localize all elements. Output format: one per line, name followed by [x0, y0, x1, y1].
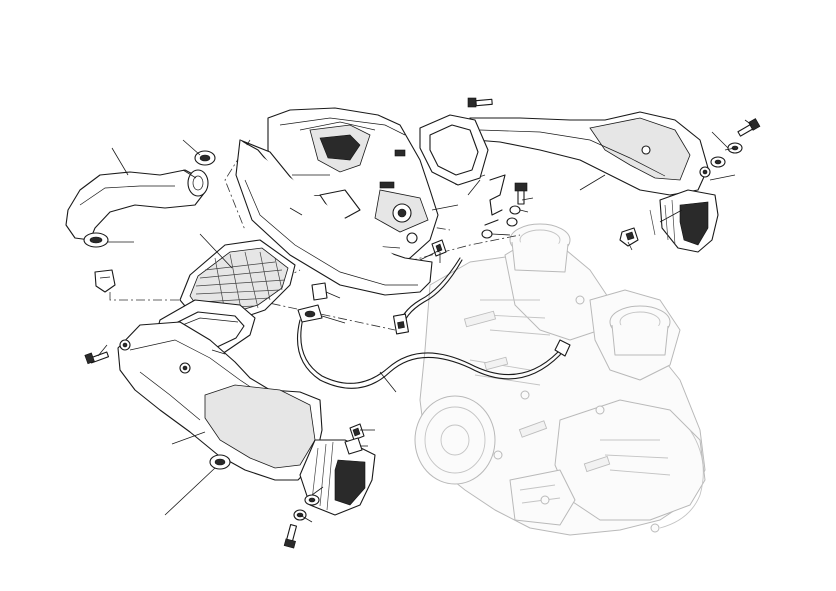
- airbox-housing: [235, 139, 433, 296]
- air-duct-right: [469, 111, 711, 196]
- duct-rubber-boot-right: [649, 189, 719, 253]
- clip-small-mid: [431, 239, 447, 257]
- washer-right-2: [710, 156, 726, 168]
- clip-small-right: [619, 227, 639, 247]
- engine-ghost: [414, 223, 706, 536]
- mounting-screw-top: [467, 97, 493, 108]
- bracket-left: [94, 269, 116, 293]
- leader-lines: [97, 119, 753, 523]
- breather-valve: [392, 313, 571, 357]
- air-duct-left: [117, 321, 323, 481]
- duct-rubber-boot-left: [299, 439, 376, 516]
- hose-clamp-lower: [83, 232, 109, 248]
- fitting-center: [297, 282, 328, 323]
- hose-clamp-duct: [209, 454, 231, 470]
- mounting-screw-right: [737, 118, 761, 137]
- air-intake-hose: [65, 169, 209, 241]
- mounting-screw-bottom-group: [283, 423, 365, 549]
- mounting-screw-left: [84, 351, 110, 365]
- mounting-screw-mid: [481, 182, 528, 239]
- duct-seal-right: [419, 114, 489, 186]
- airbox-lid: [267, 107, 439, 273]
- spring-clip: [484, 174, 506, 226]
